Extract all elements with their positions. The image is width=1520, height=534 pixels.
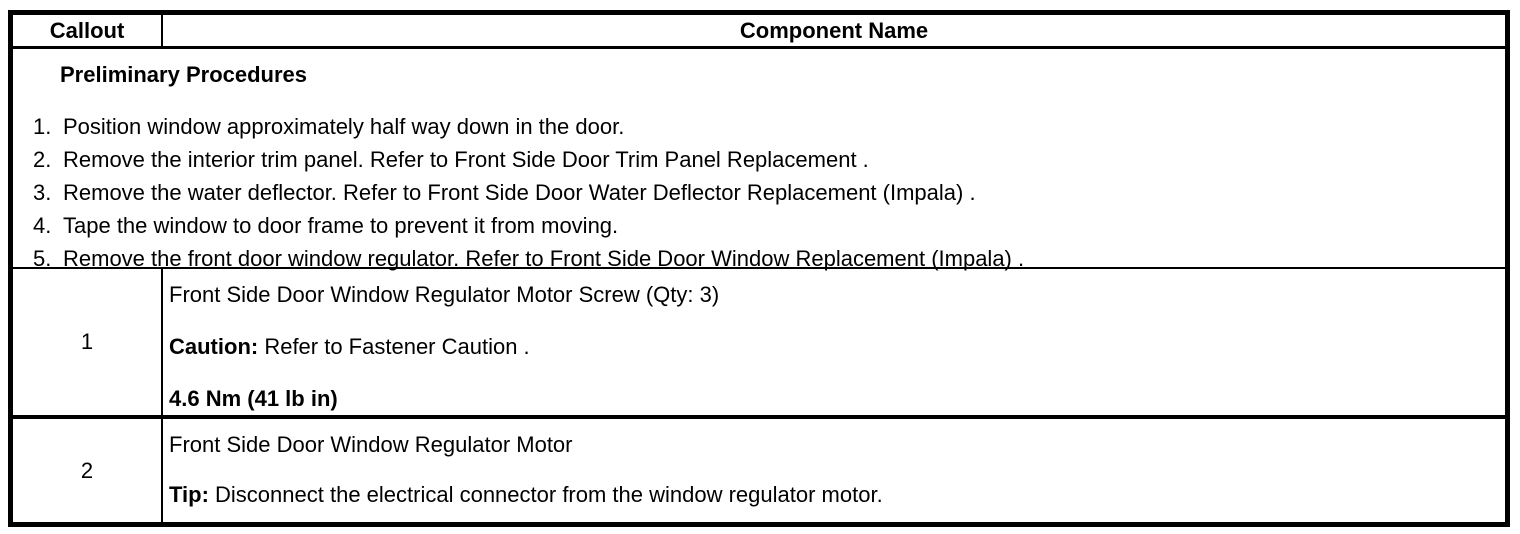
table-header-row: Callout Component Name [13, 15, 1505, 49]
preliminary-step-5: 5. Remove the front door window regulato… [33, 242, 1485, 275]
step-text: Remove the front door window regulator. … [63, 246, 1025, 271]
callout-cell: 1 [13, 269, 163, 415]
callout-cell: 2 [13, 419, 163, 522]
caution-text: Refer to Fastener Caution . [258, 334, 530, 359]
step-text: Remove the water deflector. Refer to Fro… [63, 180, 976, 205]
preliminary-step-2: 2. Remove the interior trim panel. Refer… [33, 143, 1485, 176]
step-number: 4. [33, 213, 52, 238]
preliminary-step-3: 3. Remove the water deflector. Refer to … [33, 176, 1485, 209]
step-text: Tape the window to door frame to prevent… [63, 213, 619, 238]
component-name-column-header: Component Name [163, 15, 1505, 46]
table-row-callout-1: 1 Front Side Door Window Regulator Motor… [13, 269, 1505, 419]
step-text: Position window approximately half way d… [63, 114, 625, 139]
component-name-text: Front Side Door Window Regulator Motor [169, 432, 573, 457]
caution-label: Caution: [169, 334, 259, 359]
torque-spec: 4.6 Nm (41 lb in) [169, 386, 338, 411]
step-number: 2. [33, 147, 52, 172]
tip-label: Tip: [169, 482, 209, 507]
tip-note: Tip: Disconnect the electrical connector… [169, 482, 1495, 508]
step-number: 3. [33, 180, 52, 205]
caution-note: Caution: Refer to Fastener Caution . [169, 334, 1495, 360]
component-cell: Front Side Door Window Regulator Motor T… [163, 419, 1505, 522]
step-text: Remove the interior trim panel. Refer to… [63, 147, 869, 172]
component-cell: Front Side Door Window Regulator Motor S… [163, 269, 1505, 415]
preliminary-procedures-title: Preliminary Procedures [60, 62, 308, 87]
callout-component-table: Callout Component Name Preliminary Proce… [8, 10, 1510, 527]
callout-column-header: Callout [13, 15, 163, 46]
component-name-text: Front Side Door Window Regulator Motor S… [169, 282, 720, 307]
step-number: 1. [33, 114, 52, 139]
callout-number: 2 [80, 457, 94, 483]
preliminary-procedures-section: Preliminary Procedures 1. Position windo… [13, 49, 1505, 271]
table-row-callout-2: 2 Front Side Door Window Regulator Motor… [13, 419, 1505, 522]
tip-text: Disconnect the electrical connector from… [208, 482, 883, 507]
preliminary-step-1: 1. Position window approximately half wa… [33, 110, 1485, 143]
preliminary-steps-list: 1. Position window approximately half wa… [33, 110, 1485, 275]
callout-number: 1 [80, 329, 94, 354]
callout-header-label: Callout [49, 17, 125, 43]
component-name-header-label: Component Name [739, 17, 929, 43]
step-number: 5. [33, 246, 52, 271]
preliminary-step-4: 4. Tape the window to door frame to prev… [33, 209, 1485, 242]
